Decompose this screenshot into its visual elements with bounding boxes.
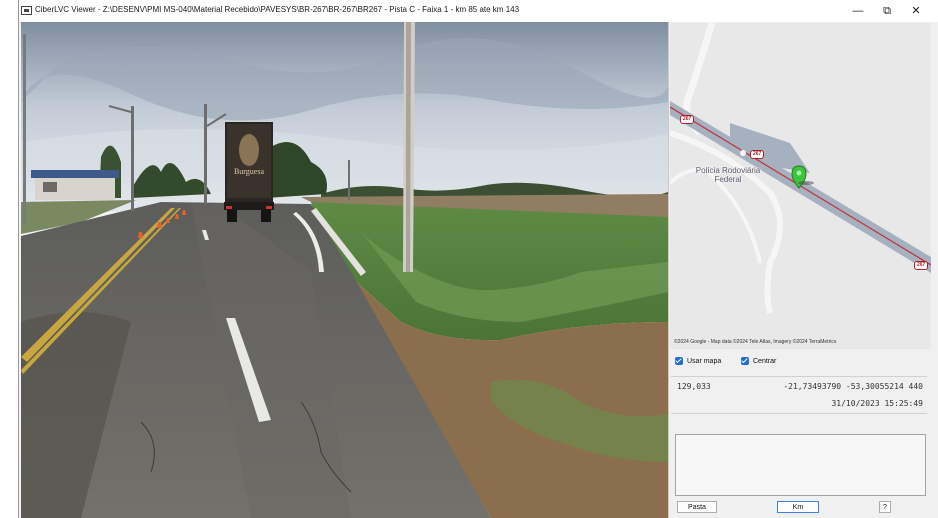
use-map-checkbox[interactable]: Usar mapa [675, 357, 721, 369]
coordinates-readout: -21,73493790 -53,30055214 440 [783, 382, 923, 391]
folder-button[interactable]: Pasta [677, 501, 717, 513]
datetime-readout: 31/10/2023 15:25:49 [831, 399, 923, 408]
road-photo-image: Burguesa [21, 22, 668, 518]
map-place-label: Polícia Rodoviária Federal [695, 166, 761, 184]
route-shield-icon: 267 [914, 261, 929, 270]
help-button[interactable]: ? [879, 501, 891, 513]
route-shield-icon: 267 [680, 115, 695, 124]
divider [671, 376, 927, 377]
divider [671, 413, 927, 414]
minimize-button[interactable]: — [852, 5, 864, 17]
center-checkbox[interactable]: Centrar [741, 357, 776, 369]
road-photo[interactable]: Burguesa [21, 22, 668, 518]
km-readout: 129,033 [677, 382, 711, 391]
right-panel: 267 267 267 Polícia Rodoviária Federal ©… [668, 22, 938, 518]
map-image [670, 23, 931, 349]
maximize-button[interactable]: ⧉ [883, 5, 891, 17]
truck-brand-text: Burguesa [234, 167, 265, 176]
close-button[interactable]: ✕ [911, 5, 921, 17]
checkbox-checked-icon [741, 357, 749, 365]
checkbox-checked-icon [675, 357, 683, 365]
route-shield-icon: 267 [750, 150, 765, 159]
map-credit: ©2024 Google - Map data ©2024 Tele Atlas… [674, 339, 837, 345]
km-button[interactable]: Km [777, 501, 819, 513]
satellite-map[interactable]: 267 267 267 Polícia Rodoviária Federal ©… [670, 23, 931, 349]
viewer-window: CiberLVC Viewer - Z:\DESENV\PMI MS-040\M… [18, 0, 938, 518]
notes-textarea[interactable] [675, 434, 926, 496]
app-icon [21, 6, 32, 15]
window-title: CiberLVC Viewer - Z:\DESENV\PMI MS-040\M… [35, 5, 520, 14]
title-bar[interactable]: CiberLVC Viewer - Z:\DESENV\PMI MS-040\M… [19, 0, 938, 23]
